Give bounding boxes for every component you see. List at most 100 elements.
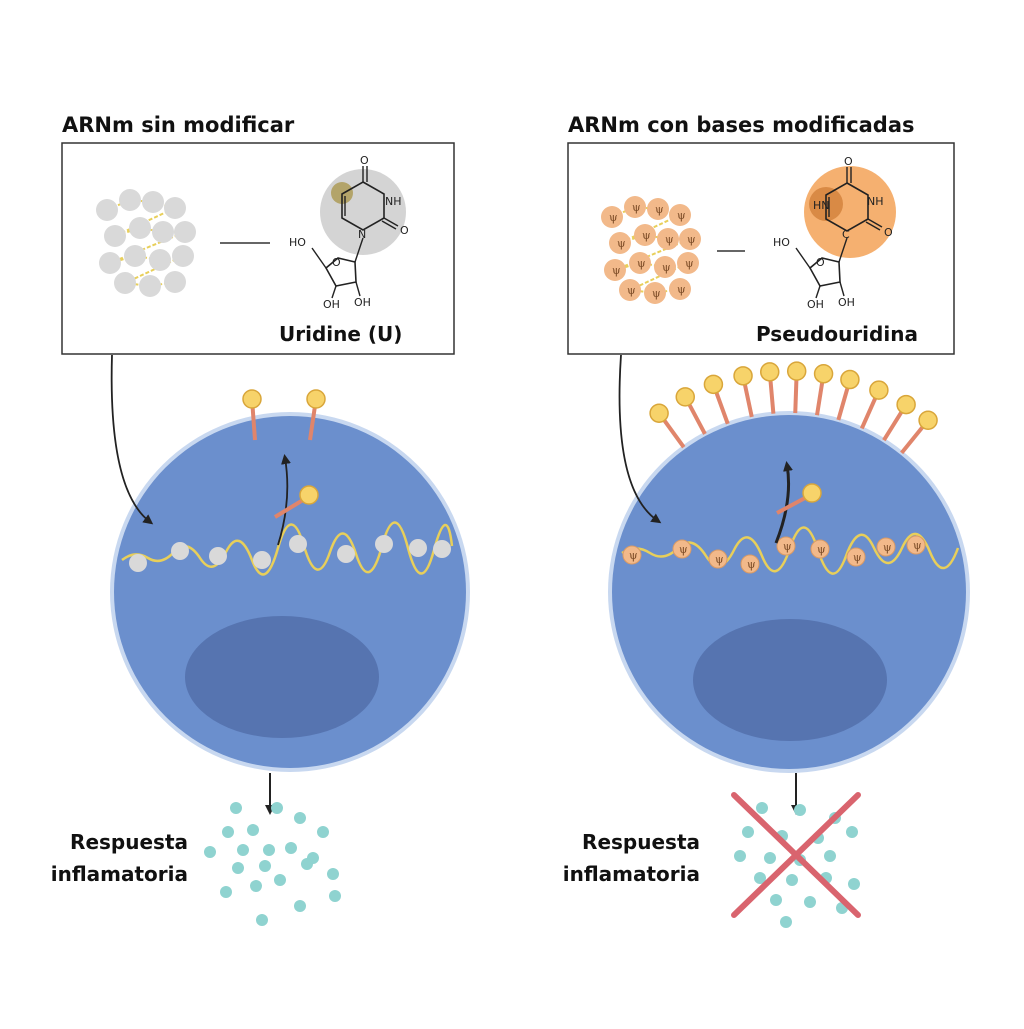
left-inner-receptor-stem	[273, 498, 305, 519]
right-strand-nucleotide	[810, 539, 830, 559]
right-psi-symbol: ψ	[685, 257, 694, 270]
right-ball-nucleotide	[601, 206, 623, 228]
right-response-line-1: Respuesta	[582, 830, 700, 854]
right-ball-nucleotide	[654, 256, 676, 278]
right-strand-psi-symbol: ψ	[715, 553, 724, 566]
uridine-highlight-spot	[331, 182, 353, 204]
receptor-head	[896, 394, 916, 415]
receptor-head	[649, 403, 669, 423]
receptor-head	[703, 374, 724, 395]
right-psi-symbol: ψ	[642, 229, 651, 242]
right-surface-receptors	[649, 361, 938, 455]
cytokine-dot	[294, 812, 306, 824]
cytokine-dot	[804, 896, 816, 908]
right-response-label: Respuesta inflamatoria	[530, 826, 700, 890]
left-cytokine-dots	[204, 802, 341, 926]
uridine-ho: HO	[289, 236, 306, 249]
right-ball-nucleotide	[619, 279, 641, 301]
blocked-response-cross	[731, 792, 861, 918]
cytokine-dot	[824, 850, 836, 862]
cytokine-dot	[756, 802, 768, 814]
cytokine-dot	[220, 886, 232, 898]
right-strand-psi-symbol: ψ	[817, 543, 826, 556]
right-ball-nucleotide	[604, 259, 626, 281]
right-ball-nucleotide	[677, 252, 699, 274]
pseudouridine-o-top: O	[844, 155, 853, 168]
right-strand-psi-symbol: ψ	[629, 549, 638, 562]
left-entry-arrow	[110, 354, 154, 525]
cytokine-dot	[294, 900, 306, 912]
receptor-head	[786, 361, 807, 381]
cytokine-dot	[794, 804, 806, 816]
right-panel-box	[567, 142, 955, 355]
uridine-structure: O NH O N O HO OH OH	[289, 154, 409, 311]
right-strand-nucleotide	[708, 549, 728, 569]
right-ball-nucleotide	[634, 224, 656, 246]
left-cell-nucleus	[185, 616, 379, 738]
receptor-head	[813, 363, 834, 384]
right-ball-nucleotide	[647, 198, 669, 220]
cytokine-dot	[250, 880, 262, 892]
left-strand-nucleotide	[253, 551, 271, 569]
right-ball-nucleotide	[629, 252, 651, 274]
right-entry-arrow	[618, 354, 662, 524]
cytokine-dot	[317, 826, 329, 838]
cytokine-dot	[329, 890, 341, 902]
right-translation-arrow	[774, 461, 793, 544]
left-response-label: Respuesta inflamatoria	[20, 826, 188, 890]
left-ball-nucleotide	[139, 275, 161, 297]
right-ball-nucleotide	[669, 278, 691, 300]
left-strand-nucleotide	[171, 542, 189, 560]
right-psi-symbol: ψ	[687, 233, 696, 246]
left-strand-nucleotide	[375, 535, 393, 553]
right-molecule-name: Pseudouridina	[756, 322, 918, 346]
cytokine-dot	[222, 826, 234, 838]
left-cell	[110, 412, 470, 772]
left-strand-nucleotide	[289, 535, 307, 553]
left-molecule-name: Uridine (U)	[279, 322, 403, 346]
left-panel-title: ARNm sin modificar	[62, 113, 295, 137]
right-cell-nucleus	[693, 619, 887, 741]
left-ball-nucleotide	[119, 189, 141, 211]
uridine-ring-o: O	[332, 256, 341, 269]
left-ball-nucleotide	[174, 221, 196, 243]
uridine-nh: NH	[385, 195, 402, 208]
left-translation-arrow	[277, 454, 291, 546]
right-strand-psi-symbol: ψ	[747, 558, 756, 571]
receptor-head	[733, 366, 753, 386]
left-ball-nucleotide	[104, 225, 126, 247]
right-strand-nucleotide	[846, 547, 866, 567]
receptor-head	[306, 389, 326, 409]
right-cell	[608, 411, 970, 773]
left-ball-nucleotide	[172, 245, 194, 267]
right-strand-psi-symbol: ψ	[783, 540, 792, 553]
cytokine-dot	[259, 860, 271, 872]
left-ball-nucleotide	[129, 217, 151, 239]
cytokine-dot	[237, 844, 249, 856]
uridine-n: N	[358, 228, 366, 241]
left-ball-nucleotide	[124, 245, 146, 267]
left-response-line-1: Respuesta	[70, 830, 188, 854]
receptor-head	[869, 380, 889, 400]
right-panel-title: ARNm con bases modificadas	[568, 113, 915, 137]
left-surface-receptors	[242, 389, 326, 441]
left-strand-nucleotide	[433, 540, 451, 558]
cytokine-dot	[754, 872, 766, 884]
right-psi-symbol: ψ	[617, 237, 626, 250]
left-strand-nucleotide	[409, 539, 427, 557]
right-strand-nucleotide	[776, 536, 796, 556]
right-psi-symbol: ψ	[652, 287, 661, 300]
uridine-o-right: O	[400, 224, 409, 237]
cytokine-dot	[327, 868, 339, 880]
cytokine-dot	[846, 826, 858, 838]
cytokine-dot	[786, 874, 798, 886]
right-psi-symbol: ψ	[637, 257, 646, 270]
cytokine-dot	[271, 802, 283, 814]
cytokine-dot	[848, 878, 860, 890]
cytokine-dot	[770, 894, 782, 906]
left-strand-nucleotide	[209, 547, 227, 565]
left-mrna-ball	[96, 189, 196, 297]
